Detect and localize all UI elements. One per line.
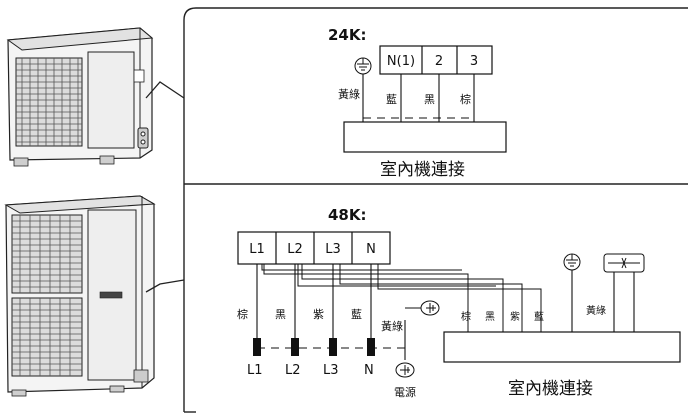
indoor-connection-label-48k: 室內機連接 [508, 379, 593, 399]
indoor-terminal-blue: 藍 [534, 310, 544, 323]
terminal-48k-l1: L1 [249, 242, 265, 257]
terminal-48k-l2: L2 [287, 242, 303, 257]
wire-label-24k-blue: 藍 [386, 93, 397, 106]
indoor-fuse-icon [603, 253, 645, 273]
terminal-48k-n: N [366, 242, 376, 257]
callout-lines [145, 81, 185, 293]
terminal-24k-3: 3 [470, 54, 478, 69]
diagram-48k: 48K: L1 L2 L3 N [237, 206, 681, 399]
indoor-terminal-purple: 紫 [510, 311, 520, 323]
indoor-terminal-brown: 棕 [461, 310, 471, 323]
ground-icon [420, 300, 440, 316]
terminal-strip-24k [379, 45, 493, 75]
supply-label-l1: L1 [247, 363, 263, 378]
diagram-24k: 24K: N(1) 2 3 黃綠 藍 黑 棕 室內機連接 [328, 26, 507, 180]
panel-frame [183, 7, 688, 413]
terminal-24k-n1: N(1) [387, 54, 415, 69]
wire-label-24k-black: 黑 [424, 93, 435, 106]
indoor-unit-box-24k [343, 121, 507, 153]
outdoor-unit-48k [4, 195, 156, 397]
outdoor-unit-24k [6, 27, 154, 167]
ground-icon [563, 253, 581, 271]
breaker-l3 [329, 338, 337, 356]
wire-label-24k-brown: 棕 [460, 92, 471, 106]
wire-label-48k-ground: 黃綠 [381, 320, 403, 333]
wire-label-48k-purple: 紫 [313, 308, 324, 321]
diagram-48k-heading: 48K: [328, 206, 367, 224]
supply-label-l3: L3 [323, 363, 339, 378]
terminal-24k-2: 2 [435, 54, 443, 69]
ground-icon [354, 57, 372, 75]
wire-label-48k-blue: 藍 [351, 308, 362, 321]
wire-label-24k-ground: 黃綠 [338, 88, 360, 101]
breaker-n [367, 338, 375, 356]
ground-icon [395, 362, 415, 378]
indoor-connection-label-24k: 室內機連接 [380, 160, 465, 180]
breaker-l1 [253, 338, 261, 356]
supply-label-l2: L2 [285, 363, 301, 378]
indoor-unit-box-48k [443, 331, 681, 363]
terminal-48k-l3: L3 [325, 242, 341, 257]
wire-label-48k-brown: 棕 [237, 307, 248, 321]
power-source-label: 電源 [394, 385, 416, 399]
indoor-ground-label: 黃綠 [586, 304, 606, 317]
supply-label-n: N [364, 363, 374, 378]
indoor-terminal-black: 黑 [485, 311, 495, 323]
wire-label-48k-black: 黑 [275, 308, 286, 321]
breaker-l2 [291, 338, 299, 356]
diagram-24k-heading: 24K: [328, 26, 367, 44]
